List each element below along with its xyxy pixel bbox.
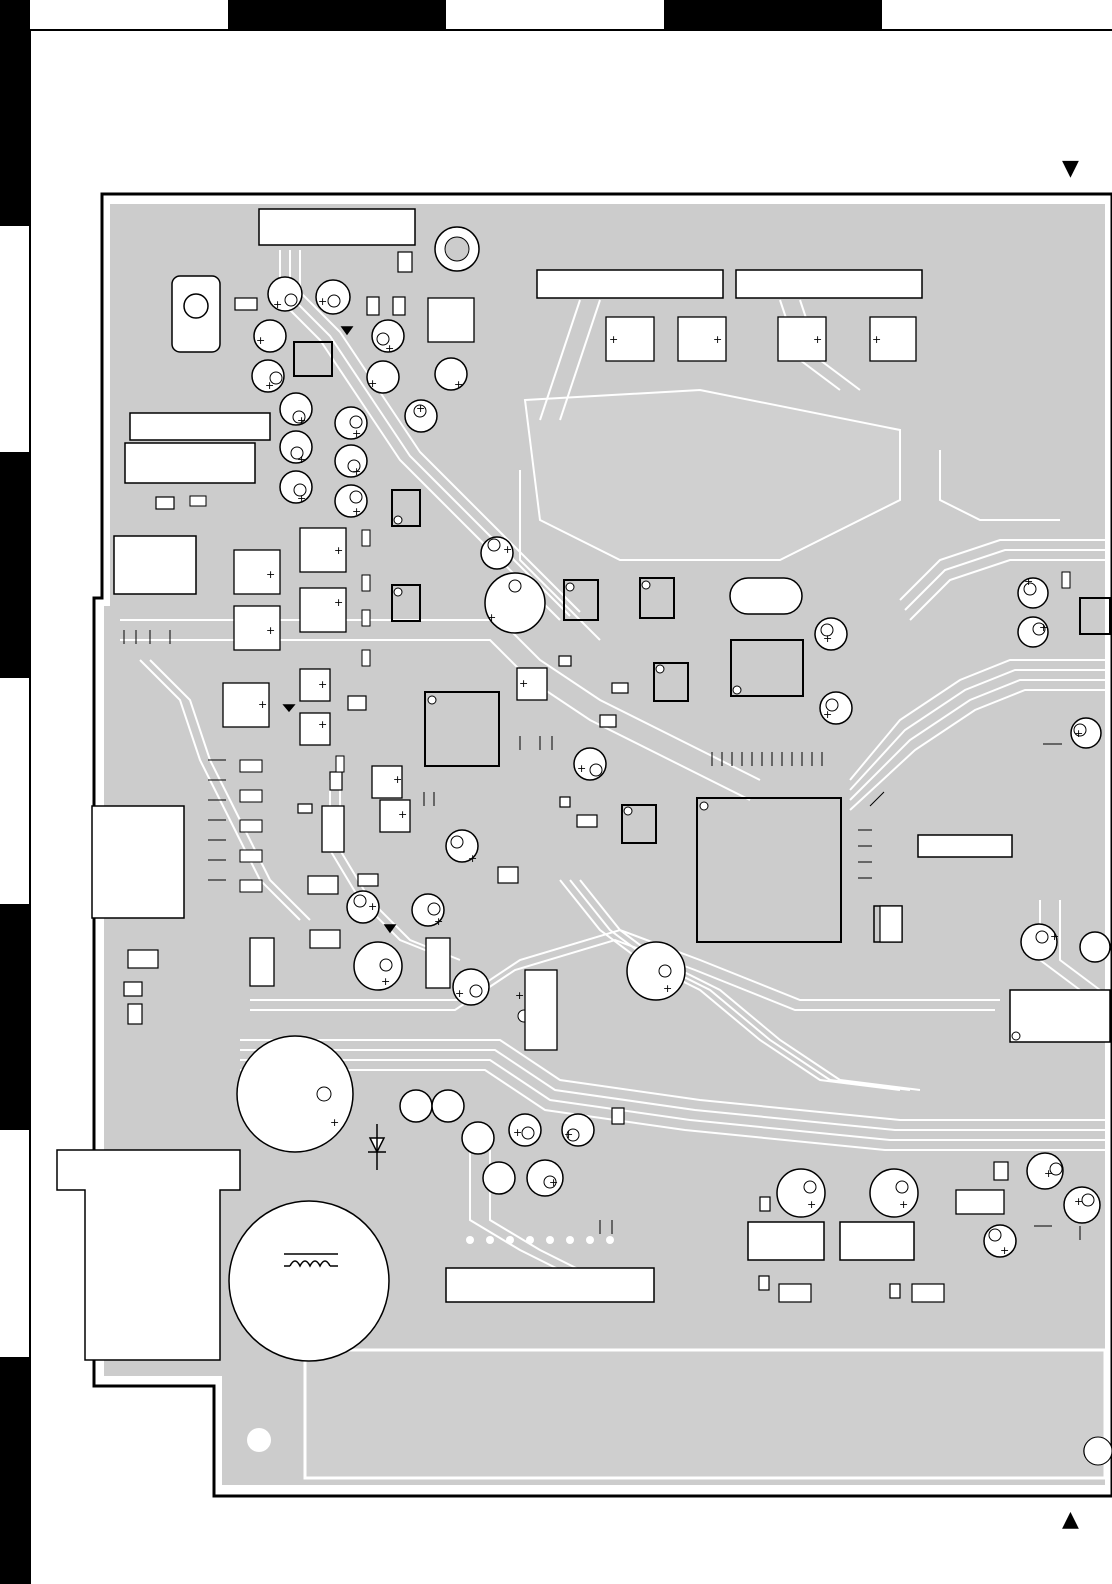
resistor-pads [189, 495, 1071, 893]
smd-cap-plus-marks: + + + + + + + + + + + + + + [258, 333, 881, 821]
svg-text:+: + [334, 596, 343, 609]
connector-pins [271, 224, 856, 1244]
svg-text:+: + [368, 377, 377, 390]
svg-text:+: + [823, 632, 832, 645]
svg-text:+: + [807, 1198, 816, 1211]
svg-text:+: + [564, 1128, 573, 1141]
svg-text:+: + [823, 708, 832, 721]
svg-text:+: + [381, 975, 390, 988]
svg-text:+: + [352, 427, 361, 440]
svg-text:+: + [352, 505, 361, 518]
svg-text:+: + [334, 544, 343, 557]
smd-caps [222, 297, 1005, 1215]
svg-text:+: + [519, 677, 528, 690]
svg-text:+: + [273, 298, 282, 311]
ic-pin1-marks [393, 515, 1021, 1041]
crystal [729, 577, 803, 615]
svg-text:+: + [609, 333, 618, 346]
svg-text:+: + [713, 333, 722, 346]
svg-text:+: + [515, 989, 524, 1002]
svg-text:+: + [398, 808, 407, 821]
round-parts [141, 226, 480, 1452]
svg-text:+: + [265, 379, 274, 392]
svg-text:+: + [1044, 1167, 1053, 1180]
svg-text:+: + [577, 762, 586, 775]
svg-text:+: + [297, 414, 306, 427]
svg-text:+: + [1074, 1195, 1083, 1208]
svg-text:+: + [503, 543, 512, 556]
svg-text:+: + [899, 1198, 908, 1211]
circuit-board [92, 192, 1112, 1498]
svg-text:+: + [455, 987, 464, 1000]
svg-text:+: + [258, 698, 267, 711]
svg-text:+: + [393, 773, 402, 786]
svg-text:+: + [434, 915, 443, 928]
svg-text:+: + [256, 334, 265, 347]
svg-text:+: + [266, 624, 275, 637]
svg-text:+: + [318, 718, 327, 731]
svg-text:+: + [872, 333, 881, 346]
solder-pads [127, 821, 217, 1339]
svg-text:+: + [1000, 1244, 1009, 1257]
diode-icons [282, 326, 397, 1170]
svg-text:+: + [813, 333, 822, 346]
section-marker-up-icon: ▲ [1062, 1507, 1079, 1532]
capacitor-plus-marks: + + + + + + + + + + + + + + + + + + + + + + + + + + + + + + … [256, 295, 1083, 1257]
small-parts [123, 251, 1009, 1303]
svg-text:+: + [468, 852, 477, 865]
svg-text:+: + [1024, 575, 1033, 588]
svg-text:+: + [297, 492, 306, 505]
svg-text:+: + [454, 378, 463, 391]
svg-text:+: + [318, 295, 327, 308]
svg-text:+: + [297, 453, 306, 466]
ic-chips [293, 341, 1111, 943]
svg-text:+: + [352, 465, 361, 478]
svg-text:+: + [549, 1176, 558, 1189]
svg-text:+: + [318, 678, 327, 691]
inductor-icon [284, 1253, 338, 1268]
mounting-hole [1083, 1436, 1112, 1466]
svg-text:+: + [330, 1116, 339, 1129]
capacitor-leads [269, 293, 1095, 1242]
svg-text:+: + [513, 1126, 522, 1139]
resistor-ticks [123, 630, 1081, 1240]
svg-text:+: + [663, 982, 672, 995]
svg-text:+: + [487, 611, 496, 624]
connectors [124, 208, 1111, 1303]
svg-text:+: + [368, 900, 377, 913]
svg-text:+: + [266, 568, 275, 581]
section-marker-down-icon: ▼ [1062, 156, 1079, 181]
svg-text:+: + [1039, 621, 1048, 634]
svg-text:+: + [1050, 930, 1059, 943]
svg-text:+: + [385, 342, 394, 355]
svg-text:+: + [1074, 727, 1083, 740]
svg-text:+: + [416, 402, 425, 415]
